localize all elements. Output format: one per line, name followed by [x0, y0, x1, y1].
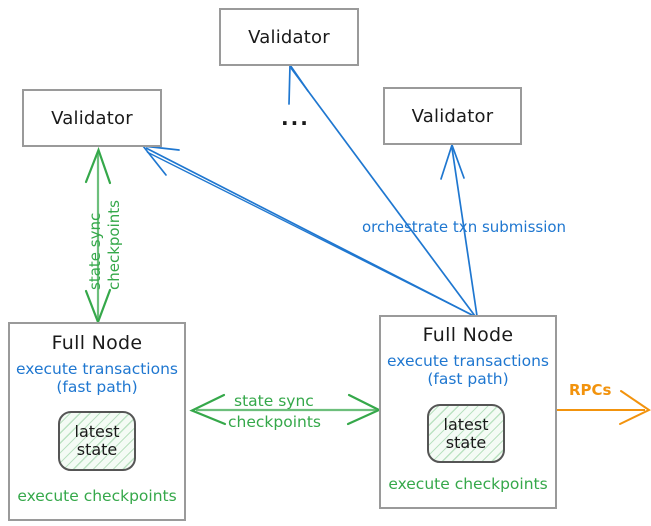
full-node-left-fastpath: execute transactions (fast path) — [16, 360, 178, 397]
full-node-left-title: Full Node — [51, 332, 143, 354]
latest-state-left-line1: latest — [74, 422, 120, 442]
edge-label-orchestrate: orchestrate txn submission — [362, 218, 567, 236]
edge-label-rpcs: RPCs — [569, 381, 612, 399]
latest-state-left[interactable]: latest state — [58, 411, 136, 471]
latest-state-left-line2: state — [76, 440, 118, 459]
full-node-left-fastpath-line2: (fast path) — [56, 378, 138, 397]
full-node-right-checkpoints: execute checkpoints — [388, 475, 548, 493]
full-node-right-fastpath-line2: (fast path) — [427, 370, 509, 389]
edge-label-middle-state-sync: state sync — [234, 392, 314, 410]
validator-right[interactable]: Validator — [383, 87, 522, 145]
latest-state-right-line1: latest — [443, 414, 489, 434]
validator-right-label: Validator — [411, 105, 494, 127]
validator-left-label: Validator — [51, 107, 133, 129]
full-node-right-fastpath: execute transactions (fast path) — [387, 352, 549, 389]
latest-state-right[interactable]: latest state — [427, 404, 505, 463]
validators-ellipsis: ... — [281, 106, 310, 130]
latest-state-right-line2: state — [445, 432, 487, 452]
validator-top-label: Validator — [248, 26, 330, 48]
full-node-left-checkpoints: execute checkpoints — [17, 487, 177, 505]
edge-label-left-checkpoints: checkpoints — [105, 200, 123, 290]
validator-top[interactable]: Validator — [219, 8, 359, 66]
full-node-right-title: Full Node — [422, 324, 514, 346]
full-node-left-fastpath-line1: execute transactions — [15, 360, 179, 378]
edge-label-left-state-sync: state sync — [86, 212, 104, 290]
validator-left[interactable]: Validator — [22, 89, 162, 147]
edge-label-middle-checkpoints: checkpoints — [228, 413, 321, 431]
full-node-right-fastpath-line1: execute transactions — [386, 352, 550, 370]
